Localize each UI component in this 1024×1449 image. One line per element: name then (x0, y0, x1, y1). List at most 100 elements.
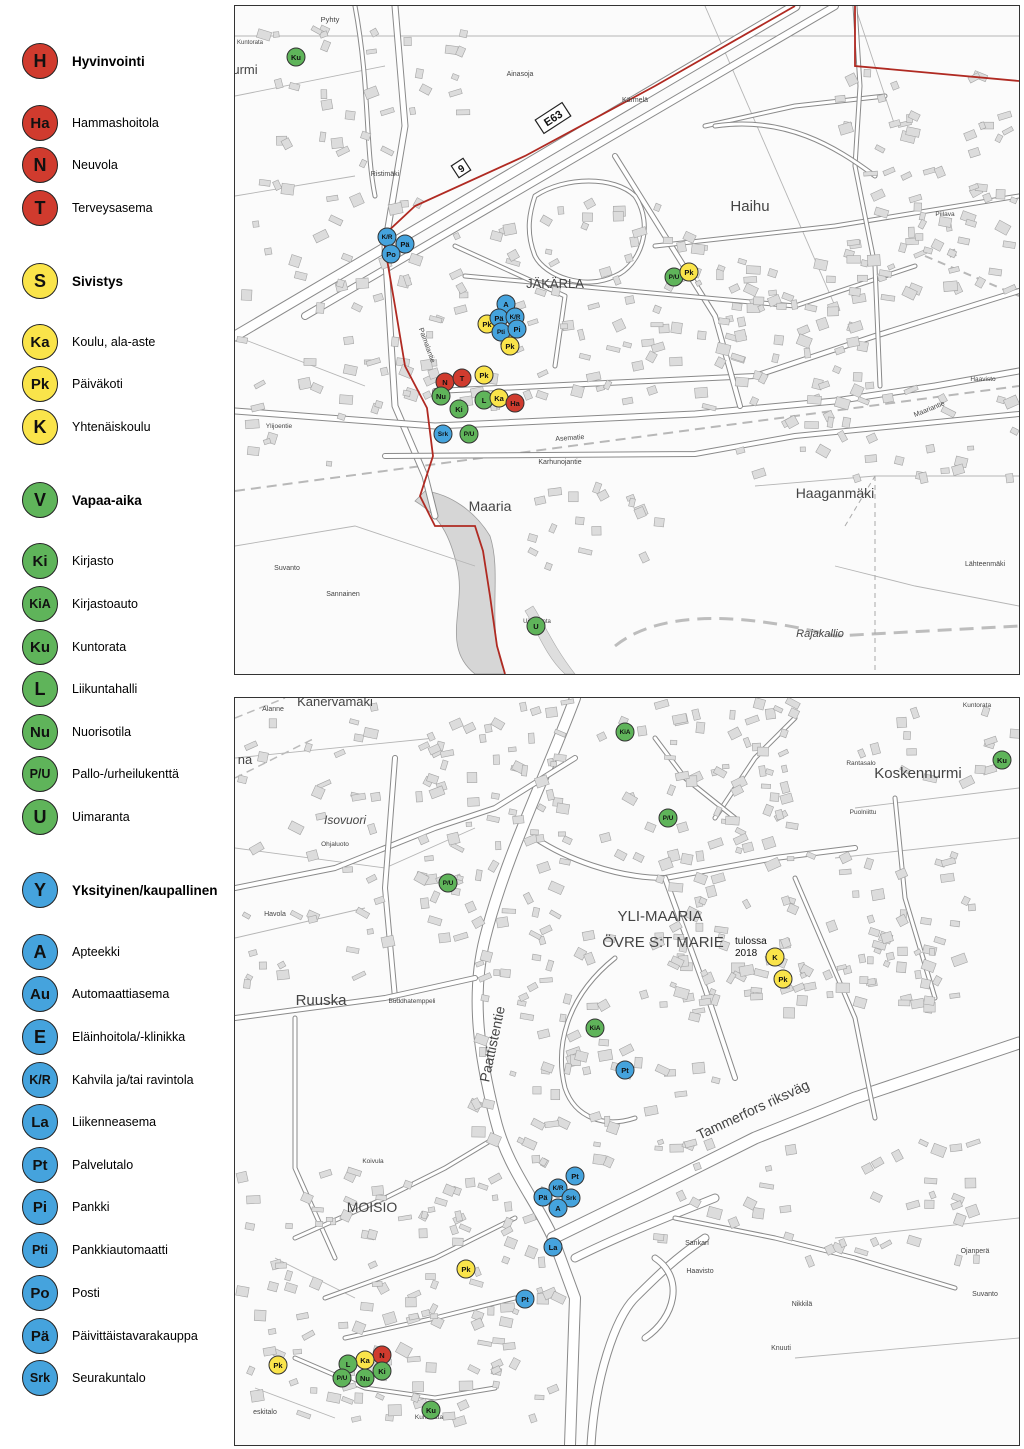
poi-marker-k-r[interactable]: K/R (377, 227, 397, 247)
poi-marker-k-r[interactable]: K/R (548, 1178, 568, 1198)
poi-label: Po (386, 250, 396, 259)
legend-symbol-ha: Ha (22, 105, 58, 141)
place-label-lahteenmaki: Lähteenmäki (965, 561, 1006, 568)
poi-marker-l[interactable]: L (474, 390, 494, 410)
building (539, 977, 553, 984)
poi-marker-p-u[interactable]: P/U (459, 424, 479, 444)
building (846, 238, 861, 247)
poi-marker-srk[interactable]: Srk (561, 1188, 581, 1208)
building (852, 995, 868, 1010)
poi-marker-pt[interactable]: Pt (515, 1289, 535, 1309)
building (548, 258, 560, 268)
building (467, 1364, 481, 1375)
building (717, 933, 726, 940)
building (785, 821, 799, 830)
building (764, 1165, 773, 1172)
building (582, 1066, 592, 1076)
building (724, 815, 740, 826)
building (710, 1076, 721, 1085)
building (924, 1199, 935, 1209)
building (429, 1313, 439, 1320)
building (548, 523, 558, 534)
building (836, 964, 848, 971)
building (903, 730, 912, 740)
building (275, 1262, 287, 1269)
poi-marker-nu[interactable]: Nu (355, 1368, 375, 1388)
building (293, 270, 308, 282)
building (394, 1341, 413, 1359)
jakarlantie (433, 289, 1019, 393)
building (783, 1231, 795, 1242)
poi-marker-ki[interactable]: Ki (372, 1361, 392, 1381)
building (596, 731, 608, 742)
poi-marker-ki[interactable]: Ki (449, 399, 469, 419)
legend-symbol-po: Po (22, 1275, 58, 1311)
poi-marker-pk[interactable]: Pk (679, 262, 699, 282)
building (602, 1155, 615, 1169)
poi-marker-ka[interactable]: Ka (489, 388, 509, 408)
poi-marker-po[interactable]: Po (381, 244, 401, 264)
poi-marker-ka[interactable]: Ka (355, 1350, 375, 1370)
building (371, 1185, 385, 1196)
poi-marker-k[interactable]: K (765, 947, 785, 967)
building (858, 953, 867, 964)
poi-marker-pa[interactable]: Pä (533, 1187, 553, 1207)
building (790, 299, 799, 310)
poi-marker-kia[interactable]: KiA (615, 722, 635, 742)
poi-label: Srk (438, 431, 449, 438)
place-label-jakarla: JÄKÄRLA (526, 276, 584, 291)
building (890, 80, 900, 91)
building (940, 405, 957, 419)
building (805, 851, 817, 860)
poi-marker-nu[interactable]: Nu (431, 386, 451, 406)
building (796, 324, 811, 337)
building (262, 437, 272, 446)
poi-marker-pk[interactable]: Pk (456, 1259, 476, 1279)
poi-marker-ha[interactable]: Ha (505, 393, 525, 413)
building (832, 365, 842, 375)
poi-marker-pk[interactable]: Pk (474, 365, 494, 385)
place-label-haaganmaki: Haaganmäki (796, 485, 875, 501)
poi-marker-p-u[interactable]: P/U (332, 1368, 352, 1388)
poi-marker-ku[interactable]: Ku (421, 1400, 441, 1420)
building (667, 960, 680, 971)
poi-marker-t[interactable]: T (452, 368, 472, 388)
poi-marker-a[interactable]: A (548, 1198, 568, 1218)
poi-marker-pk[interactable]: Pk (268, 1355, 288, 1375)
building (863, 170, 879, 177)
poi-marker-pk[interactable]: Pk (773, 969, 793, 989)
poi-marker-kia[interactable]: KiA (585, 1018, 605, 1038)
building (450, 73, 460, 82)
building (846, 336, 861, 348)
building (503, 1236, 518, 1250)
building (796, 994, 808, 1007)
building (410, 1392, 421, 1403)
building (366, 928, 374, 935)
legend-symbol-h: H (22, 43, 58, 79)
poi-marker-u[interactable]: U (526, 616, 546, 636)
poi-marker-pt[interactable]: Pt (565, 1166, 585, 1186)
building (428, 785, 446, 800)
legend-symbol-pt: Pt (22, 1147, 58, 1183)
poi-marker-srk[interactable]: Srk (433, 424, 453, 444)
poi-marker-la[interactable]: La (543, 1237, 563, 1257)
poi-marker-ku[interactable]: Ku (286, 47, 306, 67)
poi-marker-pt[interactable]: Pt (615, 1060, 635, 1080)
poi-marker-n[interactable]: N (372, 1345, 392, 1365)
building (738, 964, 755, 977)
poi-marker-pk[interactable]: Pk (500, 336, 520, 356)
poi-marker-pa[interactable]: Pä (395, 234, 415, 254)
building (644, 821, 657, 833)
building (967, 903, 976, 912)
poi-marker-p-u[interactable]: P/U (438, 873, 458, 893)
poi-marker-p-u[interactable]: P/U (658, 808, 678, 828)
poi-marker-pi[interactable]: Pi (507, 319, 527, 339)
building (272, 179, 283, 191)
building (734, 376, 749, 388)
place-label-eskitalo: eskitalo (253, 1409, 277, 1416)
poi-marker-ku[interactable]: Ku (992, 750, 1012, 770)
